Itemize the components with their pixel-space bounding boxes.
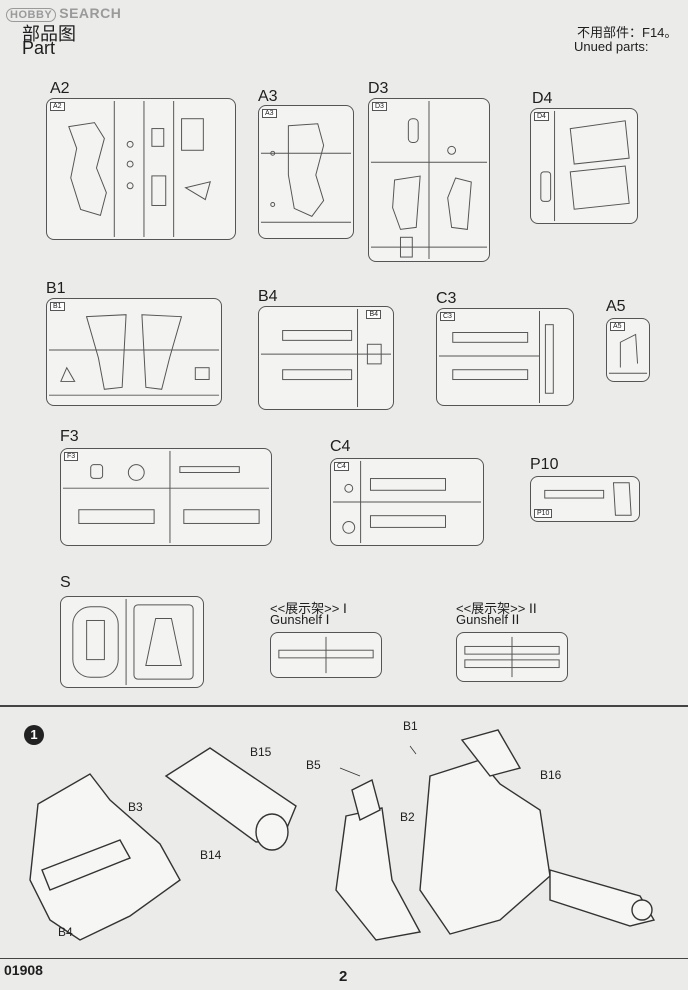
sprue-d4: D4 xyxy=(530,108,638,224)
sprue-d4-drawing xyxy=(540,110,630,222)
sprue-label-c3: C3 xyxy=(436,290,457,307)
watermark-text: SEARCH xyxy=(59,5,122,21)
sprue-tag-p10: P10 xyxy=(534,509,553,518)
sprue-a5-drawing xyxy=(608,333,648,374)
sprue-label-p10: P10 xyxy=(530,456,559,473)
sprue-a3-drawing xyxy=(260,123,352,223)
sprue-b1-drawing xyxy=(48,314,220,396)
page-title-chinese: 部品图 xyxy=(22,24,76,44)
callout-b5: B5 xyxy=(306,758,321,772)
sprue-label-f3: F3 xyxy=(60,428,79,445)
sprue-c3-drawing xyxy=(438,310,554,404)
sprue-s xyxy=(60,596,204,688)
sprue-p10-drawing xyxy=(544,482,632,516)
sprue-label-d3: D3 xyxy=(368,80,389,97)
callout-b3: B3 xyxy=(128,800,143,814)
sprue-label-d4: D4 xyxy=(532,90,553,107)
sprue-tag-a2: A2 xyxy=(50,102,65,111)
callout-b2: B2 xyxy=(400,810,415,824)
sprue-tag-c3: C3 xyxy=(440,312,455,321)
sprue-tag-f3: F3 xyxy=(64,452,79,461)
sprue-s-drawing xyxy=(72,598,194,686)
gunshelf-1-sprue xyxy=(270,632,382,678)
gunshelf-2-drawing xyxy=(464,636,560,678)
callout-b15: B15 xyxy=(250,745,272,759)
gunshelf-1-chinese-label: <<展示架>> Ⅰ xyxy=(270,601,347,616)
sprue-label-s: S xyxy=(60,574,71,591)
sprue-label-c4: C4 xyxy=(330,438,351,455)
callout-b4: B4 xyxy=(58,925,73,939)
sprue-c4: C4 xyxy=(330,458,484,546)
gunshelf-2-label: Gunshelf ⅠⅠ xyxy=(456,612,520,627)
gunshelf-1-drawing xyxy=(278,636,374,674)
sprue-tag-d4: D4 xyxy=(534,112,549,121)
step-number: 1 xyxy=(24,725,44,745)
gunshelf-1-label: Gunshelf Ⅰ xyxy=(270,612,330,627)
callout-b14: B14 xyxy=(200,848,222,862)
sprue-a2-drawing xyxy=(68,100,211,238)
gunshelf-2-chinese-label: <<展示架>> ⅠⅠ xyxy=(456,601,537,616)
sprue-d3: D3 xyxy=(368,98,490,262)
sprue-a3: A3 xyxy=(258,105,354,239)
gunshelf-2-sprue xyxy=(456,632,568,682)
product-code: 01908 xyxy=(4,962,43,978)
sprue-p10: P10 xyxy=(530,476,640,522)
sprue-f3-drawing xyxy=(62,450,270,544)
sprue-tag-d3: D3 xyxy=(372,102,387,111)
page-number: 2 xyxy=(339,968,348,985)
sprue-tag-b1: B1 xyxy=(50,302,65,311)
sprue-a5: A5 xyxy=(606,318,650,382)
sprue-label-a3: A3 xyxy=(258,88,278,105)
sprue-tag-b4: B4 xyxy=(366,310,381,319)
sprue-c3: C3 xyxy=(436,308,574,406)
page-title: Part xyxy=(22,38,56,58)
unused-parts-chinese: 不用部件：F14。 xyxy=(577,25,678,40)
sprue-tag-c4: C4 xyxy=(334,462,349,471)
sprue-b4: B4 xyxy=(258,306,394,410)
sprue-b1: B1 xyxy=(46,298,222,406)
sprue-f3: F3 xyxy=(60,448,272,546)
sprue-a2: A2 xyxy=(46,98,236,240)
section-divider xyxy=(0,705,688,707)
sprue-tag-a5: A5 xyxy=(610,322,625,331)
sprue-c4-drawing xyxy=(332,460,482,544)
sprue-b4-drawing xyxy=(260,308,392,408)
sprue-label-a5: A5 xyxy=(606,298,626,315)
sprue-label-a2: A2 xyxy=(50,80,70,97)
unused-parts-label: Unued parts: xyxy=(574,39,649,54)
sprue-d3-drawing xyxy=(370,100,488,260)
sprue-label-b4: B4 xyxy=(258,288,278,305)
footer-divider xyxy=(0,958,688,959)
callout-b1: B1 xyxy=(403,719,418,733)
watermark-logo: HOBBY xyxy=(6,8,57,22)
sprue-label-b1: B1 xyxy=(46,280,66,297)
callout-b16: B16 xyxy=(540,768,562,782)
sprue-tag-a3: A3 xyxy=(262,109,277,118)
step-1-assembly-drawing xyxy=(29,729,656,941)
